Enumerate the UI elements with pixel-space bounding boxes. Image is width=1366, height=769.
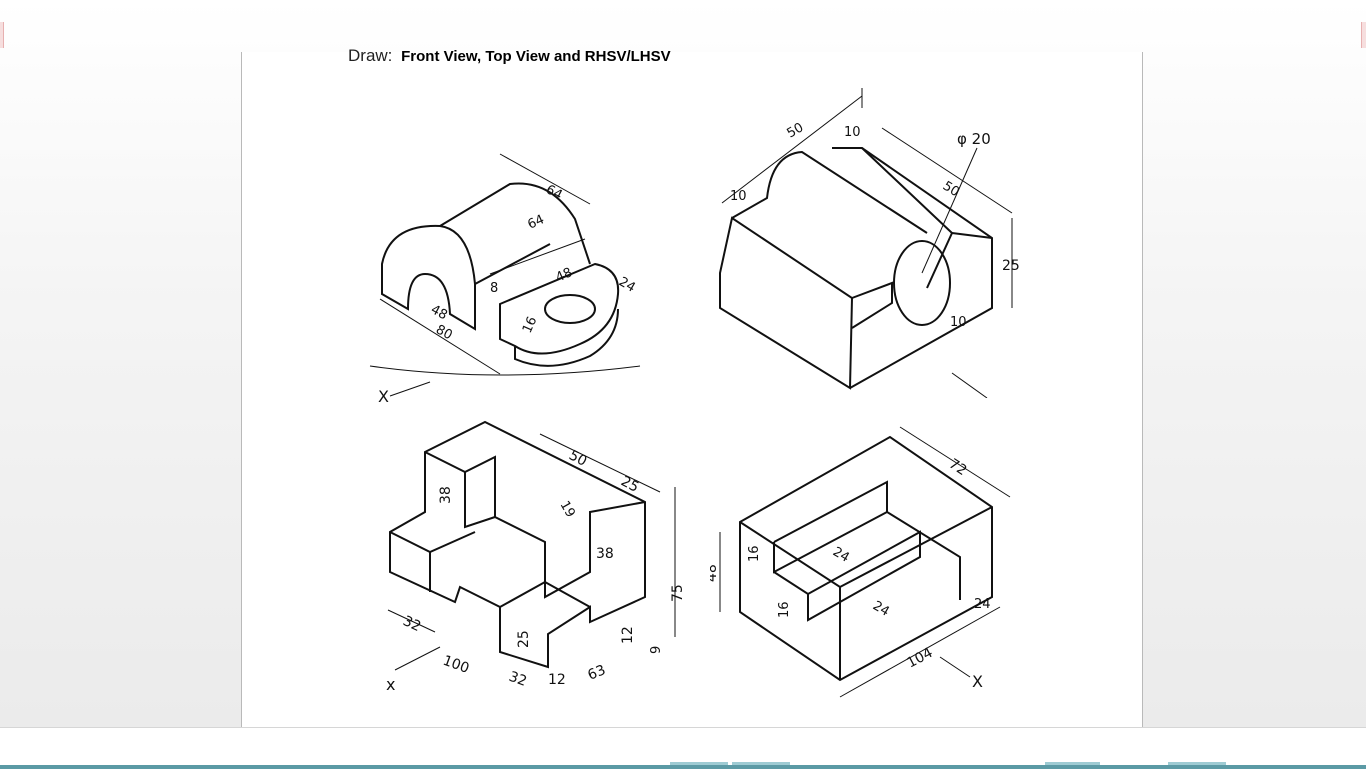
fig1-dim-1: 64 [526,212,547,232]
fig3-dim-8: 25 [516,630,532,648]
fig3-dim-2: 38 [438,486,454,504]
fig1-dim-7: 16 [520,314,540,335]
fig3-dim-0: 50 [566,447,589,469]
figure-2: 50 10 φ 20 50 10 25 10 [702,88,1032,398]
fig3-dim-4: 38 [596,546,614,562]
fig4-dim-3: 24 [974,597,991,612]
heading-title: Front View, Top View and RHSV/LHSV [401,48,671,65]
figure-1: 64 64 48 8 24 48 80 16 X [350,134,650,424]
left-margin-marker [0,22,4,48]
fig4-dim-4: 48 [710,564,720,582]
fig1-dim-4: 24 [616,274,638,295]
fig2-dim-6: 10 [950,315,967,330]
page-heading: Draw: Front View, Top View and RHSV/LHSV [348,46,671,66]
fig1-dim-2: 48 [554,265,575,285]
fig1-direction-label: X [378,387,389,406]
status-tick [1045,762,1100,765]
fig4-dim-6: 24 [870,598,892,619]
document-page: Draw: Front View, Top View and RHSV/LHSV… [241,46,1143,728]
fig2-dim-2: φ 20 [957,130,991,148]
fig4-dim-1: 16 [747,545,762,562]
fig3-direction-label: x [386,675,395,694]
right-margin-marker [1361,22,1366,48]
fig4-dim-5: 16 [777,601,792,618]
fig3-dim-10: 32 [507,669,529,690]
fig2-dim-5: 25 [1002,258,1020,274]
figure-3: 50 25 38 19 38 75 9 32 25 100 32 12 63 1… [350,412,690,712]
fig1-dim-5: 48 [428,302,450,323]
fig3-dim-11: 12 [548,672,566,688]
fig2-dim-1: 10 [844,125,861,140]
status-tick [1168,762,1226,765]
fig2-dim-0: 50 [785,120,807,141]
fig3-dim-3: 19 [557,499,578,521]
fig3-dim-9: 100 [441,653,472,677]
fig4-dim-7: 104 [904,645,935,672]
fig4-direction-label: X [972,672,983,691]
fig1-dim-3: 8 [490,281,498,296]
figure-1-drawing: 64 64 48 8 24 48 80 16 X [369,153,641,406]
fig3-dim-5: 75 [670,584,686,602]
fig3-dim-12: 63 [586,662,609,684]
fig3-dim-13: 12 [620,626,636,644]
status-accent-line [0,765,1366,769]
status-bar [0,727,1366,769]
fig2-dim-4: 10 [730,189,747,204]
fig4-dim-2: 24 [830,544,852,565]
fig3-dim-6: 9 [649,646,664,654]
fig1-dim-0: 64 [543,182,565,203]
figure-4: 72 16 24 24 48 16 24 104 X [710,422,1030,712]
figure-2-drawing: 50 10 φ 20 50 10 25 10 [719,88,1020,398]
figure-3-drawing: 50 25 38 19 38 75 9 32 25 100 32 12 63 1… [386,420,686,694]
figure-4-drawing: 72 16 24 24 48 16 24 104 X [710,426,1011,698]
status-tick [732,762,790,765]
fig2-dim-3: 50 [940,179,962,200]
fig3-dim-7: 32 [400,613,423,635]
status-tick [670,762,728,765]
fig1-dim-6: 80 [433,322,455,343]
heading-prefix: Draw: [348,46,393,65]
fig4-dim-0: 72 [946,456,970,479]
fig3-dim-1: 25 [618,473,641,495]
